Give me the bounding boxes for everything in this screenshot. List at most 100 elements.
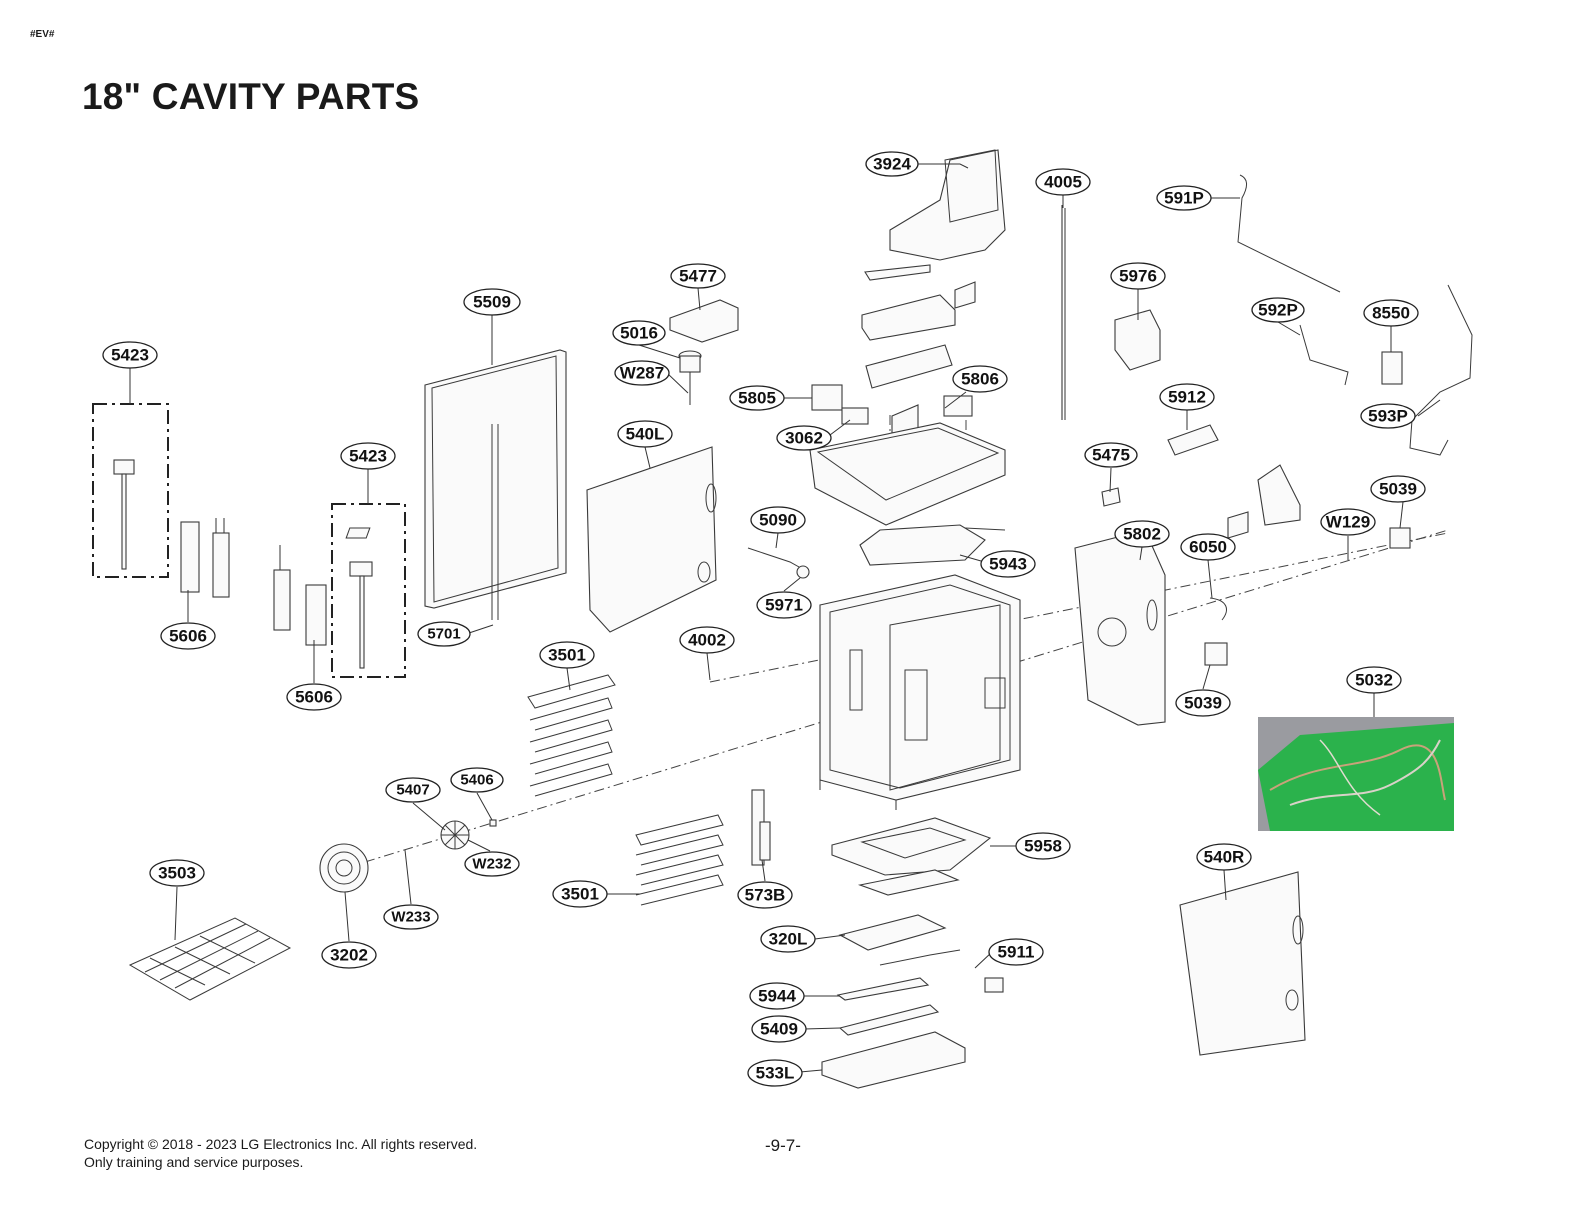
callout-5090: 5090 xyxy=(750,506,806,534)
callout-5407: 5407 xyxy=(385,777,441,803)
svg-text:5606: 5606 xyxy=(295,688,333,707)
probe-head-right xyxy=(349,561,373,577)
callout-5423-right: 5423 xyxy=(340,442,396,470)
callout-5039-lower: 5039 xyxy=(1175,689,1231,717)
svg-text:591P: 591P xyxy=(1164,189,1204,208)
callout-6050: 6050 xyxy=(1180,533,1236,561)
tray-533L xyxy=(821,1031,966,1089)
svg-text:5423: 5423 xyxy=(349,447,387,466)
callout-5912: 5912 xyxy=(1159,383,1215,411)
bracket-5976 xyxy=(1114,309,1161,371)
part-5971 xyxy=(796,565,810,579)
wire-harness-photo-5032 xyxy=(1258,717,1454,831)
callout-5409: 5409 xyxy=(751,1015,807,1043)
svg-text:5802: 5802 xyxy=(1123,525,1161,544)
svg-text:5943: 5943 xyxy=(989,555,1027,574)
plate-5606-right xyxy=(305,584,327,646)
callout-5509: 5509 xyxy=(463,288,521,316)
svg-text:540L: 540L xyxy=(626,425,665,444)
valve-8550 xyxy=(1381,351,1403,385)
side-panel-540L xyxy=(586,446,717,633)
callout-3501-upper: 3501 xyxy=(539,641,595,669)
svg-text:5409: 5409 xyxy=(760,1020,798,1039)
callout-5971: 5971 xyxy=(756,591,812,619)
callout-5016: 5016 xyxy=(612,320,666,346)
svg-text:320L: 320L xyxy=(769,930,808,949)
callout-5701: 5701 xyxy=(417,621,471,647)
bracket-left-b xyxy=(273,569,291,631)
gasket-divider xyxy=(491,424,499,620)
svg-text:5475: 5475 xyxy=(1092,446,1130,465)
callout-5802: 5802 xyxy=(1114,520,1170,548)
pipe-591P xyxy=(1237,174,1341,293)
callout-W232: W232 xyxy=(464,851,520,877)
callout-5406: 5406 xyxy=(450,767,504,793)
callout-591P: 591P xyxy=(1156,185,1212,211)
switch-5039-upper xyxy=(1389,527,1411,549)
callout-3202: 3202 xyxy=(321,941,377,969)
callout-8550: 8550 xyxy=(1363,299,1419,327)
svg-text:5976: 5976 xyxy=(1119,267,1157,286)
callout-4002: 4002 xyxy=(679,626,735,654)
svg-text:5039: 5039 xyxy=(1184,694,1222,713)
callout-592P: 592P xyxy=(1251,297,1305,323)
callout-5944: 5944 xyxy=(749,982,805,1010)
element-5943 xyxy=(859,524,986,566)
svg-text:5944: 5944 xyxy=(758,987,796,1006)
pipe-592P xyxy=(1299,324,1349,386)
callout-5976: 5976 xyxy=(1110,262,1166,290)
svg-text:540R: 540R xyxy=(1204,848,1245,867)
callout-5806: 5806 xyxy=(952,365,1008,393)
callout-W287: W287 xyxy=(614,360,670,386)
svg-text:592P: 592P xyxy=(1258,301,1298,320)
svg-text:5016: 5016 xyxy=(620,324,658,343)
plate-5958 xyxy=(831,817,992,876)
svg-text:3501: 3501 xyxy=(548,646,586,665)
callout-5606-right: 5606 xyxy=(286,683,342,711)
callout-3503: 3503 xyxy=(149,859,205,887)
svg-text:5971: 5971 xyxy=(765,596,803,615)
callout-W233: W233 xyxy=(383,904,439,930)
igniter-5944 xyxy=(879,949,961,966)
svg-text:573B: 573B xyxy=(745,886,786,905)
rack-3501-upper xyxy=(527,674,616,797)
svg-text:W232: W232 xyxy=(472,856,511,873)
callout-5943: 5943 xyxy=(980,550,1036,578)
duct-3924 xyxy=(889,149,1006,261)
svg-text:533L: 533L xyxy=(756,1064,795,1083)
callout-5805: 5805 xyxy=(729,385,785,411)
callout-540R: 540R xyxy=(1196,843,1252,871)
plate-lower xyxy=(865,344,953,389)
svg-text:5032: 5032 xyxy=(1355,671,1393,690)
probe-group-box-left xyxy=(92,403,169,578)
svg-text:5090: 5090 xyxy=(759,511,797,530)
copyright-line: Copyright © 2018 - 2023 LG Electronics I… xyxy=(84,1136,478,1152)
svg-text:5039: 5039 xyxy=(1379,480,1417,499)
heater-tray xyxy=(809,422,1006,526)
svg-text:5701: 5701 xyxy=(427,626,460,643)
svg-text:6050: 6050 xyxy=(1189,538,1227,557)
svg-text:8550: 8550 xyxy=(1372,304,1410,323)
callout-5911: 5911 xyxy=(988,938,1044,966)
callout-5423-left: 5423 xyxy=(102,341,158,369)
svg-text:5911: 5911 xyxy=(998,943,1035,962)
page-number: -9-7- xyxy=(765,1136,801,1155)
bracket-left-a xyxy=(212,532,230,598)
svg-text:4005: 4005 xyxy=(1044,173,1082,192)
callout-3062: 3062 xyxy=(776,425,832,451)
nut-5406 xyxy=(489,819,497,827)
usage-note: Only training and service purposes. xyxy=(84,1154,304,1170)
callout-W129: W129 xyxy=(1320,508,1376,536)
svg-text:5958: 5958 xyxy=(1024,837,1062,856)
bracket-lower xyxy=(857,869,960,896)
svg-text:3503: 3503 xyxy=(158,864,196,883)
callout-4005: 4005 xyxy=(1035,168,1091,196)
svg-text:5805: 5805 xyxy=(738,389,776,408)
cover-5409 xyxy=(838,1004,940,1036)
svg-text:5477: 5477 xyxy=(679,267,717,286)
copyright-notice: Copyright © 2018 - 2023 LG Electronics I… xyxy=(84,1135,477,1171)
callout-533L: 533L xyxy=(747,1059,803,1087)
tube-5912 xyxy=(1167,424,1219,456)
part-3062 xyxy=(841,407,869,425)
